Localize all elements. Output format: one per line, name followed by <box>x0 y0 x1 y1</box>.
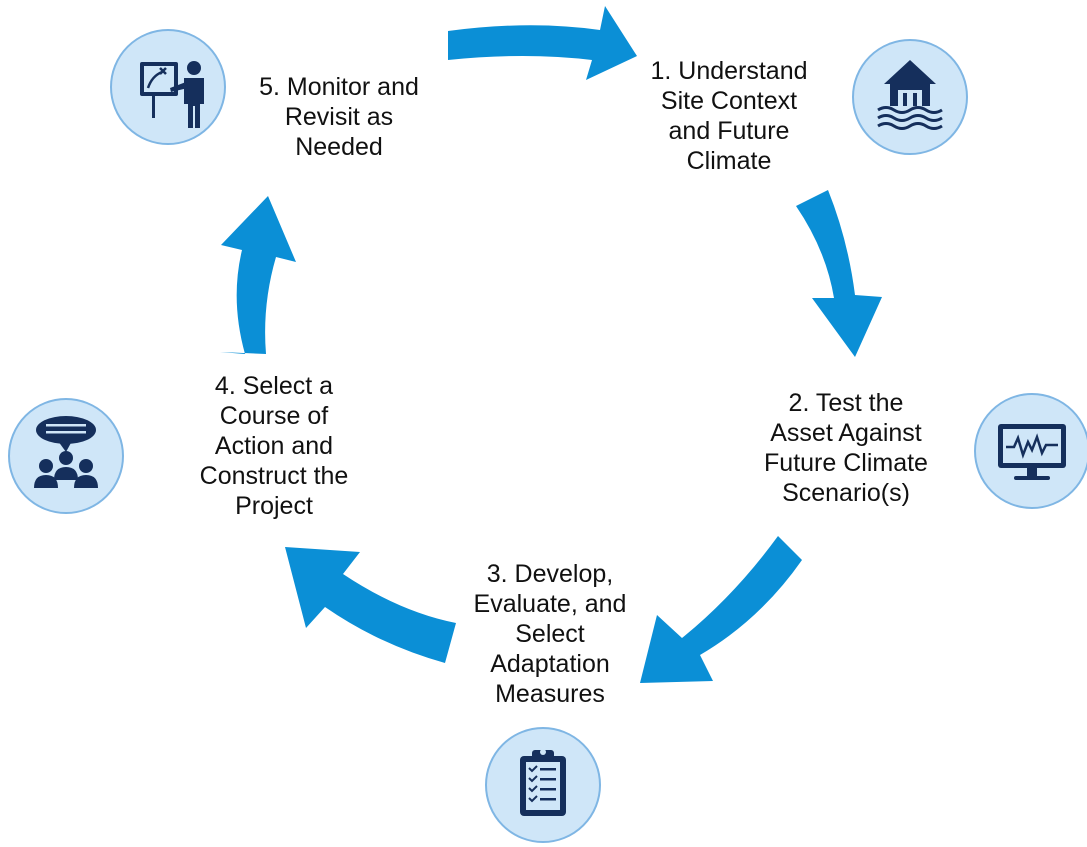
step-1-line: Site Context <box>660 87 798 115</box>
step-5-icon-badge <box>110 29 226 145</box>
step-2-line: 2. Test the <box>788 389 904 417</box>
step-3-line: Select <box>515 620 585 648</box>
step-5-label: 5. Monitor and Revisit as Needed <box>228 72 450 162</box>
step-5-line: 5. Monitor and <box>259 73 419 101</box>
step-1-label: 1. Understand Site Context and Future Cl… <box>618 56 840 176</box>
icon-circles <box>8 29 1087 843</box>
step-4-line: Project <box>235 492 313 520</box>
step-4-icon-badge <box>8 398 124 514</box>
step-2-label: 2. Test the Asset Against Future Climate… <box>733 388 959 508</box>
arrow-2-to-3 <box>640 536 802 683</box>
step-4-line: Construct the <box>199 462 349 490</box>
step-3-line: Adaptation <box>490 650 610 678</box>
group-discussion-icon <box>34 416 98 488</box>
step-2-line: Asset Against <box>770 419 922 447</box>
step-2-line: Scenario(s) <box>782 479 910 507</box>
step-3-line: Evaluate, and <box>473 590 627 618</box>
step-3-line: 3. Develop, <box>486 560 614 588</box>
step-3-label: 3. Develop, Evaluate, and Select Adaptat… <box>445 559 655 709</box>
arrow-3-to-4 <box>285 547 456 663</box>
arrow-5-to-1 <box>448 6 637 80</box>
clipboard-checklist-icon <box>520 749 566 816</box>
step-4-line: Course of <box>219 402 329 430</box>
cycle-arrows <box>220 6 882 683</box>
step-1-line: and Future <box>668 117 790 145</box>
arrow-1-to-2 <box>796 190 882 357</box>
step-1-icon-badge <box>852 39 968 155</box>
step-3-icon-badge <box>485 727 601 843</box>
monitor-graph-icon <box>998 424 1066 480</box>
step-1-line: 1. Understand <box>650 57 808 85</box>
presenter-board-icon <box>140 61 204 128</box>
step-4-line: Action and <box>214 432 334 460</box>
step-4-line: 4. Select a <box>214 372 334 400</box>
arrow-4-to-5 <box>220 196 296 354</box>
step-1-line: Climate <box>686 147 772 175</box>
step-2-icon-badge <box>974 393 1087 509</box>
step-5-line: Revisit as <box>284 103 394 131</box>
step-2-line: Future Climate <box>764 449 928 477</box>
step-3-line: Measures <box>495 680 605 708</box>
icon-circle <box>852 39 968 155</box>
step-5-line: Needed <box>295 133 383 161</box>
step-4-label: 4. Select a Course of Action and Constru… <box>163 371 385 521</box>
flooded-house-icon <box>877 60 943 130</box>
